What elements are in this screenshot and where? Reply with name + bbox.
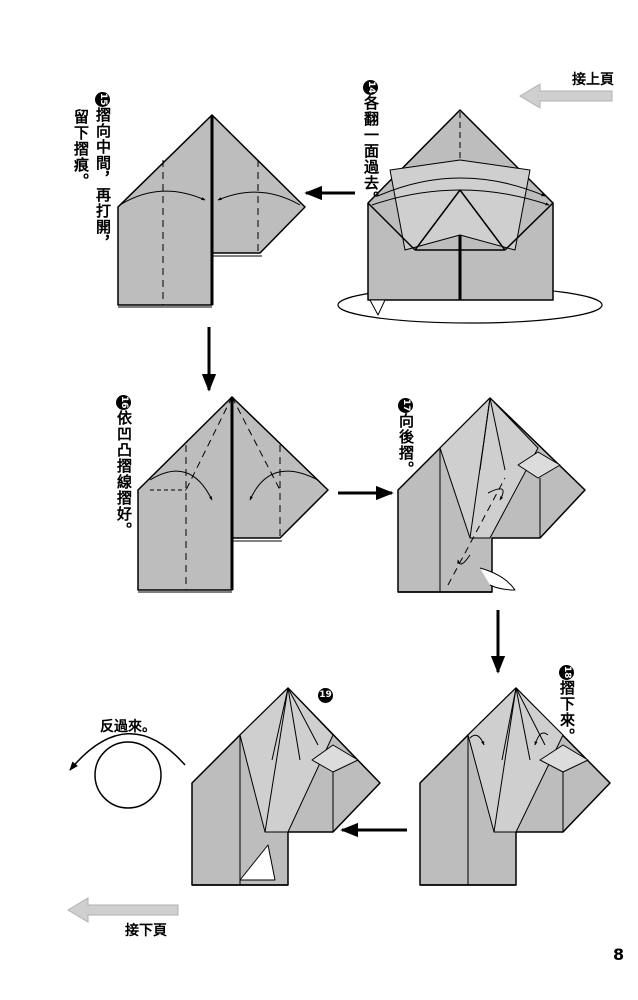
next-page-label[interactable]: 接下頁 xyxy=(125,923,167,939)
step-15-instruction: 15摺向中間，再打開， xyxy=(94,92,112,251)
step-15-number: 15 xyxy=(95,92,110,107)
step-15-figure xyxy=(117,114,306,308)
prev-page-label[interactable]: 接上頁 xyxy=(572,72,614,88)
step-18-text: 摺下來。 xyxy=(558,680,576,744)
prev-page-arrow xyxy=(519,83,613,109)
step-19-number: 19 xyxy=(318,688,333,703)
step-19-label: 19 xyxy=(318,682,333,703)
page-number: 8 xyxy=(613,945,625,964)
step-14-instruction: 14各翻一面過去。 xyxy=(362,80,380,207)
step-18-instruction: 18摺下來。 xyxy=(558,665,576,744)
step-16-number: 16 xyxy=(116,395,131,410)
step-15-text: 摺向中間，再打開， xyxy=(94,107,112,251)
step-14-figure xyxy=(337,109,603,324)
step-17-figure xyxy=(397,397,586,593)
step-17-instruction: 17向後摺。 xyxy=(397,398,415,477)
step-14-text: 各翻一面過去。 xyxy=(362,95,380,207)
step-18-figure xyxy=(419,687,611,886)
step-19-figure xyxy=(191,687,381,886)
step-15-instruction-line2: 留下摺痕。 xyxy=(72,109,90,189)
step-17-number: 17 xyxy=(398,398,413,413)
next-page-arrow xyxy=(67,897,179,923)
step-16-figure xyxy=(137,396,329,593)
step-17-text: 向後摺。 xyxy=(397,413,415,477)
step-18-number: 18 xyxy=(559,665,574,680)
flip-over-label: 反過來。 xyxy=(100,719,156,735)
flip-over-symbol xyxy=(69,733,186,809)
step-14-number: 14 xyxy=(363,80,378,95)
step-16-text: 依凹凸摺線摺好。 xyxy=(115,410,133,538)
step-16-instruction: 16依凹凸摺線摺好。 xyxy=(115,395,133,538)
